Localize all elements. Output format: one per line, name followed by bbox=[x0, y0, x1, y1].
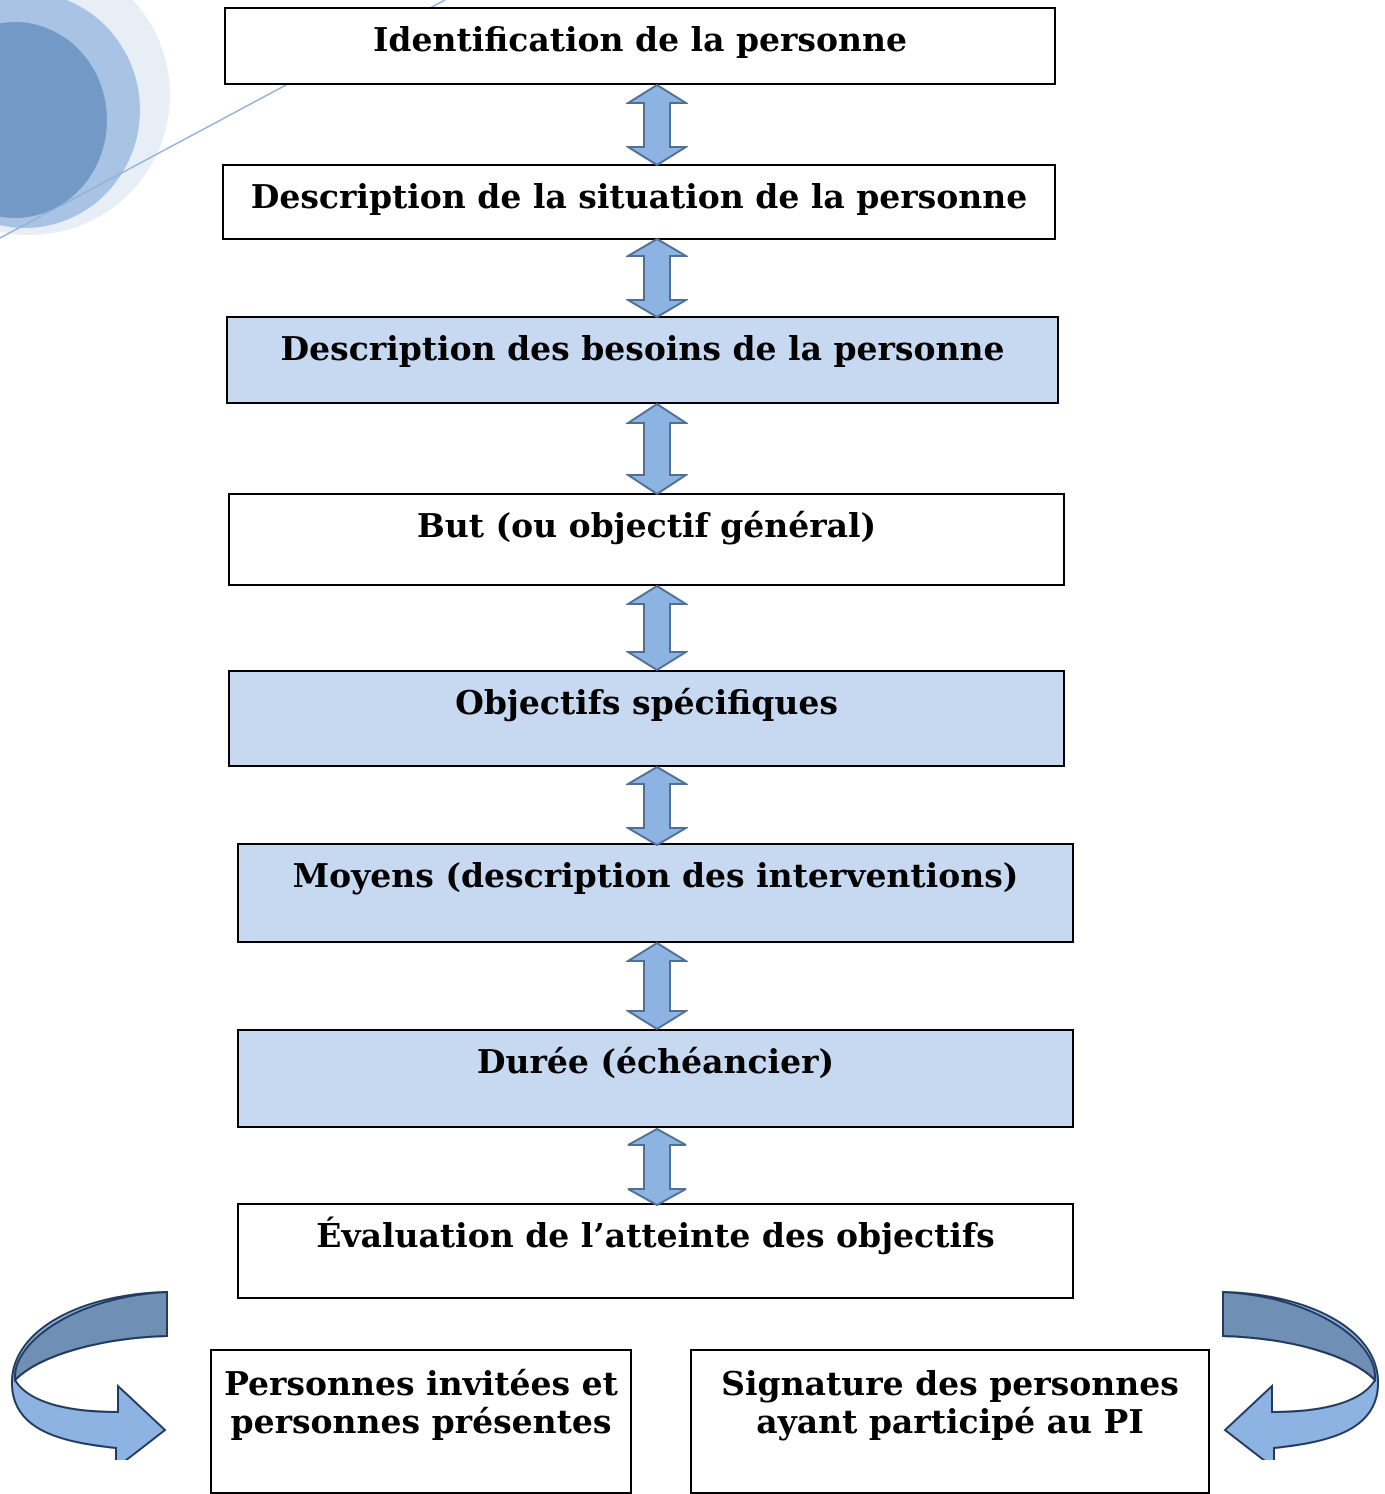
corner-decoration bbox=[0, 0, 446, 239]
step-but: But (ou objectif général) bbox=[228, 493, 1065, 586]
step-label: Objectifs spécifiques bbox=[455, 683, 838, 722]
deco-inner-circle bbox=[0, 22, 107, 218]
box-label: Signature des personnes ayant participé … bbox=[721, 1364, 1179, 1442]
box-label: Personnes invitées et personnes présente… bbox=[224, 1364, 618, 1442]
step-label: Description des besoins de la personne bbox=[280, 329, 1005, 368]
step-label: Durée (échéancier) bbox=[476, 1042, 835, 1081]
step-identification: Identification de la personne bbox=[224, 7, 1056, 85]
step-label: Moyens (description des interventions) bbox=[292, 856, 1019, 895]
double-arrow-1 bbox=[626, 84, 688, 166]
box-signature: Signature des personnes ayant participé … bbox=[690, 1349, 1210, 1494]
step-label: Description de la situation de la person… bbox=[250, 177, 1028, 216]
curved-arrow-right bbox=[1222, 1290, 1380, 1460]
double-arrow-2 bbox=[626, 238, 688, 318]
step-besoins: Description des besoins de la personne bbox=[226, 316, 1059, 404]
curved-arrow-left bbox=[10, 1290, 168, 1460]
double-arrow-4 bbox=[626, 585, 688, 671]
double-arrow-6 bbox=[626, 942, 688, 1030]
double-arrow-7 bbox=[627, 1128, 687, 1206]
step-duree: Durée (échéancier) bbox=[237, 1029, 1074, 1128]
step-label: But (ou objectif général) bbox=[416, 506, 877, 545]
step-situation: Description de la situation de la person… bbox=[222, 164, 1056, 240]
step-label: Identification de la personne bbox=[372, 20, 907, 59]
step-moyens: Moyens (description des interventions) bbox=[237, 843, 1074, 943]
box-personnes-invitees: Personnes invitées et personnes présente… bbox=[210, 1349, 632, 1494]
step-objectifs-specifiques: Objectifs spécifiques bbox=[228, 670, 1065, 767]
double-arrow-5 bbox=[626, 766, 688, 846]
step-evaluation: Évaluation de l’atteinte des objectifs bbox=[237, 1203, 1074, 1299]
double-arrow-3 bbox=[626, 403, 688, 495]
step-label: Évaluation de l’atteinte des objectifs bbox=[316, 1216, 995, 1255]
